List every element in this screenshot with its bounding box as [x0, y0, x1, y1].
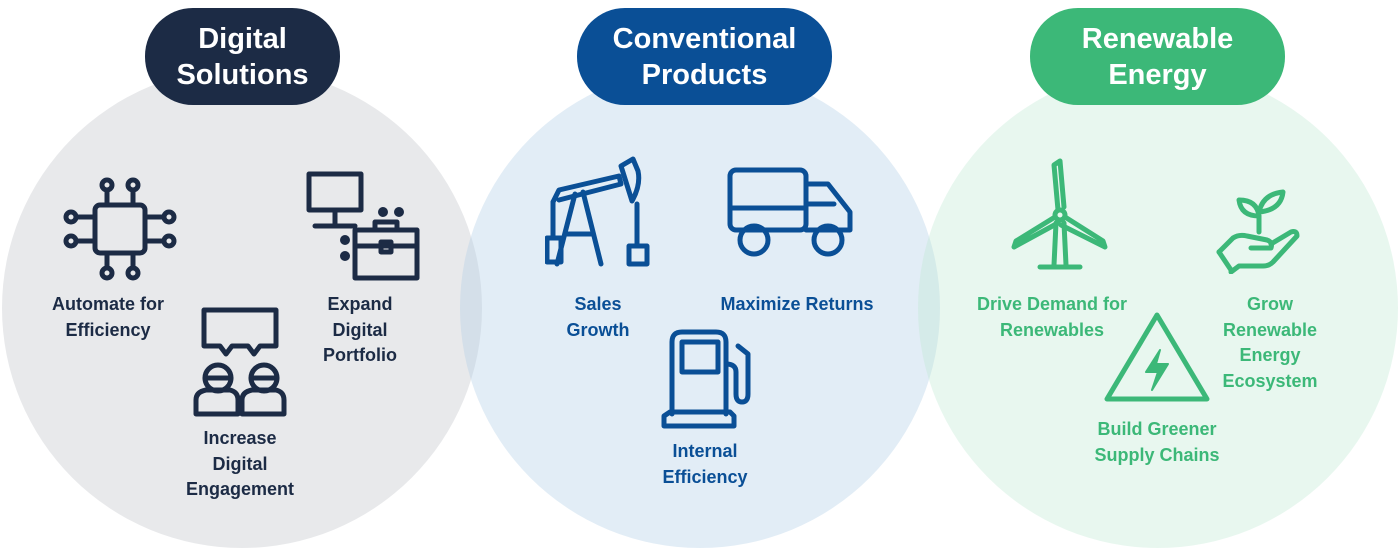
label-line: Energy: [1239, 345, 1301, 365]
label-line: Digital: [332, 319, 388, 340]
monitor-briefcase-icon: [306, 171, 420, 281]
label-line: Engagement: [185, 479, 295, 499]
hand-plant-icon: [1216, 189, 1300, 274]
header-line: Energy: [1108, 58, 1207, 91]
label-line: Build Greener: [1097, 419, 1217, 439]
label-line: Portfolio: [323, 345, 397, 365]
label-line: Efficiency: [662, 466, 748, 487]
label-line: Renewables: [999, 319, 1105, 340]
label-build-greener-supply-chains: Build Greener Supply Chains: [1094, 417, 1219, 468]
label-line: Supply Chains: [1094, 444, 1220, 465]
label-automate-for-efficiency: Automate for Efficiency: [52, 292, 164, 343]
header-line: Solutions: [176, 58, 309, 91]
renewable-energy-header: Renewable Energy: [1030, 8, 1285, 105]
label-line: Increase: [203, 428, 277, 448]
label-line: Drive Demand for: [976, 294, 1128, 314]
fuel-pump-icon: [661, 329, 751, 429]
wind-turbine-icon: [1011, 158, 1108, 270]
label-line: Expand: [327, 294, 393, 314]
label-line: Maximize Returns: [720, 294, 874, 314]
header-line: Digital: [198, 22, 287, 55]
label-line: Internal: [672, 441, 738, 461]
header-line: Products: [641, 58, 768, 91]
people-chat-icon: [193, 307, 287, 417]
label-sales-growth: Sales Growth: [567, 292, 630, 343]
label-internal-efficiency: Internal Efficiency: [662, 439, 747, 490]
label-grow-renewable-energy-ecosystem: Grow Renewable Energy Ecosystem: [1222, 292, 1317, 394]
label-line: Efficiency: [65, 319, 151, 340]
header-line: Conventional: [612, 22, 797, 55]
warning-lightning-icon: [1104, 312, 1210, 402]
conventional-products-circle: [460, 68, 940, 548]
renewable-energy-circle: [918, 68, 1398, 548]
label-line: Ecosystem: [1222, 370, 1318, 391]
chip-icon: [63, 177, 177, 281]
truck-icon: [727, 167, 853, 257]
label-line: Growth: [566, 319, 630, 340]
label-increase-digital-engagement: Increase Digital Engagement: [186, 426, 294, 503]
header-line: Renewable: [1081, 22, 1234, 55]
digital-solutions-header: Digital Solutions: [145, 8, 340, 105]
label-maximize-returns: Maximize Returns: [720, 292, 873, 318]
label-expand-digital-portfolio: Expand Digital Portfolio: [323, 292, 397, 369]
label-line: Digital: [212, 453, 268, 474]
pumpjack-icon: [545, 156, 650, 267]
label-line: Automate for: [52, 294, 164, 314]
label-drive-demand-for-renewables: Drive Demand for Renewables: [977, 292, 1127, 343]
conventional-products-header: Conventional Products: [577, 8, 832, 105]
label-line: Renewable: [1222, 319, 1318, 340]
label-line: Grow: [1246, 294, 1293, 314]
label-line: Sales: [574, 294, 622, 314]
